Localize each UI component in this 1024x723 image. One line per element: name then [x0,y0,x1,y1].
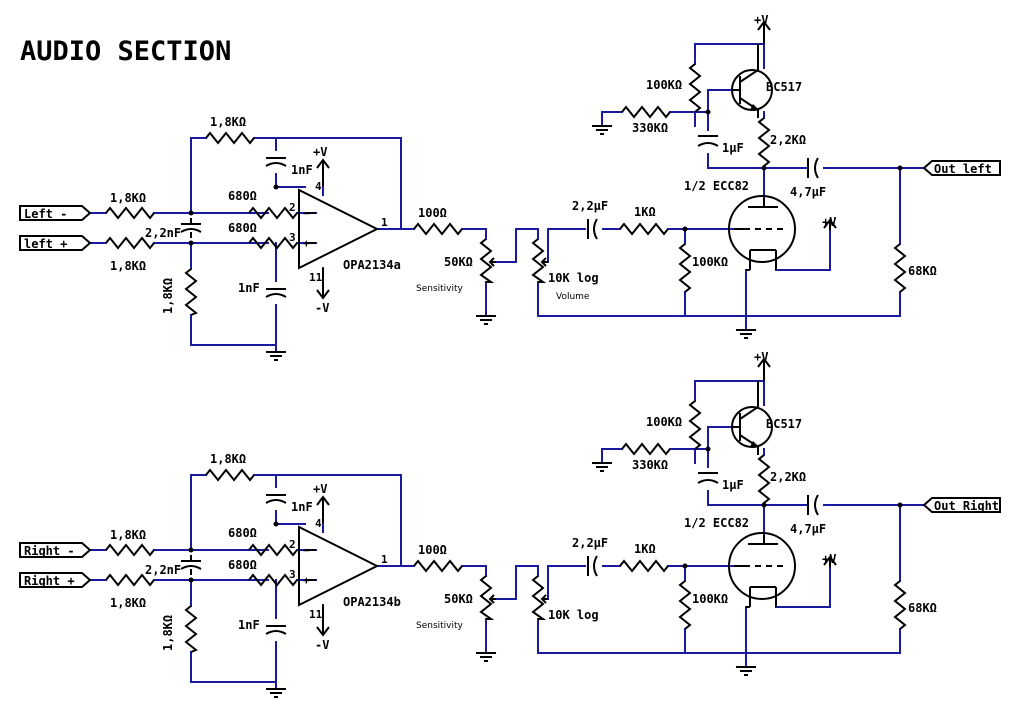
transistor-label: BC517 [766,80,802,94]
resistor-330k-label: 330KΩ [632,121,668,135]
input-right-plus: Right + [24,574,75,588]
resistor-input-minus-label: 1,8KΩ [110,191,146,205]
cap-coupling-label: 2,2µF [572,199,608,213]
resistor-1k-label: 1KΩ [634,542,656,556]
resistor-100k-grid-label: 100KΩ [692,592,728,606]
pot-volume-value: 10K log [548,608,599,622]
resistor-feedback-label: 1,8KΩ [210,452,246,466]
resistor-1k-label: 1KΩ [634,205,656,219]
transistor-label: BC517 [766,417,802,431]
opamp-pin-2: 2 [289,538,296,551]
cap-ground-label: 1nF [238,618,260,632]
pot-volume-label: Volume [556,292,590,302]
opamp-inverting-sign: − [303,207,310,220]
heater-vplus-label: +V [822,215,836,229]
input-right-minus: Right - [24,544,75,558]
output-left: Out left [934,162,992,176]
opamp-vplus-label: +V [313,145,327,159]
cap-differential-label: 2,2nF [145,563,181,577]
opamp-pin-2: 2 [289,201,296,214]
opamp-inverting-sign: − [303,544,310,557]
cap-output-label: 4,7µF [790,185,826,199]
output-right: Out Right [934,499,999,513]
resistor-input-plus-label: 1,8KΩ [110,596,146,610]
cap-differential-label: 2,2nF [145,226,181,240]
input-left-plus: left + [24,237,67,251]
resistor-100-label: 100Ω [418,206,447,220]
cap-ground-label: 1nF [238,281,260,295]
opamp-vminus-label: -V [315,301,329,315]
resistor-680-b-label: 680Ω [228,221,257,235]
supply-vplus-label: +V [754,350,768,364]
cap-output-label: 4,7µF [790,522,826,536]
cap-1u-label: 1µF [722,478,744,492]
resistor-100k-bias-label: 100KΩ [646,78,682,92]
tube-label: 1/2 ECC82 [684,516,749,530]
resistor-feedback-label: 1,8KΩ [210,115,246,129]
input-left-minus: Left - [24,207,67,221]
heater-vplus-label: +V [822,552,836,566]
pot-sensitivity-label: Sensitivity [416,284,464,294]
cap-coupling-label: 2,2µF [572,536,608,550]
opamp-pin-3: 3 [289,568,296,581]
resistor-100k-bias-label: 100KΩ [646,415,682,429]
resistor-680-a-label: 680Ω [228,526,257,540]
resistor-input-minus-label: 1,8KΩ [110,528,146,542]
resistor-680-b-label: 680Ω [228,558,257,572]
resistor-ground-label: 1,8KΩ [161,615,175,651]
schematic-title: AUDIO SECTION [20,36,231,67]
channel-right: Right - Right + 1,8KΩ 1,8KΩ 1,8KΩ 1nF 68… [19,350,1001,698]
supply-vplus-label: +V [754,13,768,27]
pot-sensitivity-label: Sensitivity [416,621,464,631]
pot-sensitivity-value: 50KΩ [444,592,473,606]
tube-label: 1/2 ECC82 [684,179,749,193]
opamp-noninverting-sign: + [303,237,310,250]
opamp-pin-11: 11 [309,271,323,284]
cap-feedback-label: 1nF [291,163,313,177]
opamp-pin-1: 1 [381,553,388,566]
resistor-2-2k-label: 2,2KΩ [770,470,806,484]
resistor-680-a-label: 680Ω [228,189,257,203]
opamp-pin-4: 4 [315,517,322,530]
opamp-vminus-label: -V [315,638,329,652]
cap-1u-label: 1µF [722,141,744,155]
opamp-vplus-label: +V [313,482,327,496]
resistor-ground-label: 1,8KΩ [161,278,175,314]
resistor-68k-label: 68KΩ [908,264,937,278]
opamp-noninverting-sign: + [303,574,310,587]
pot-volume-value: 10K log [548,271,599,285]
opamp-name: OPA2134b [343,595,401,609]
resistor-100k-grid-label: 100KΩ [692,255,728,269]
resistor-2-2k-label: 2,2KΩ [770,133,806,147]
resistor-330k-label: 330KΩ [632,458,668,472]
opamp-pin-4: 4 [315,180,322,193]
resistor-100-label: 100Ω [418,543,447,557]
resistor-input-plus-label: 1,8KΩ [110,259,146,273]
channel-left: Left - left + 1,8KΩ 1,8KΩ 1,8KΩ 1nF 680Ω… [19,13,1001,361]
resistor-68k-label: 68KΩ [908,601,937,615]
cap-feedback-label: 1nF [291,500,313,514]
pot-sensitivity-value: 50KΩ [444,255,473,269]
opamp-pin-11: 11 [309,608,323,621]
opamp-name: OPA2134a [343,258,401,272]
opamp-pin-3: 3 [289,231,296,244]
opamp-pin-1: 1 [381,216,388,229]
